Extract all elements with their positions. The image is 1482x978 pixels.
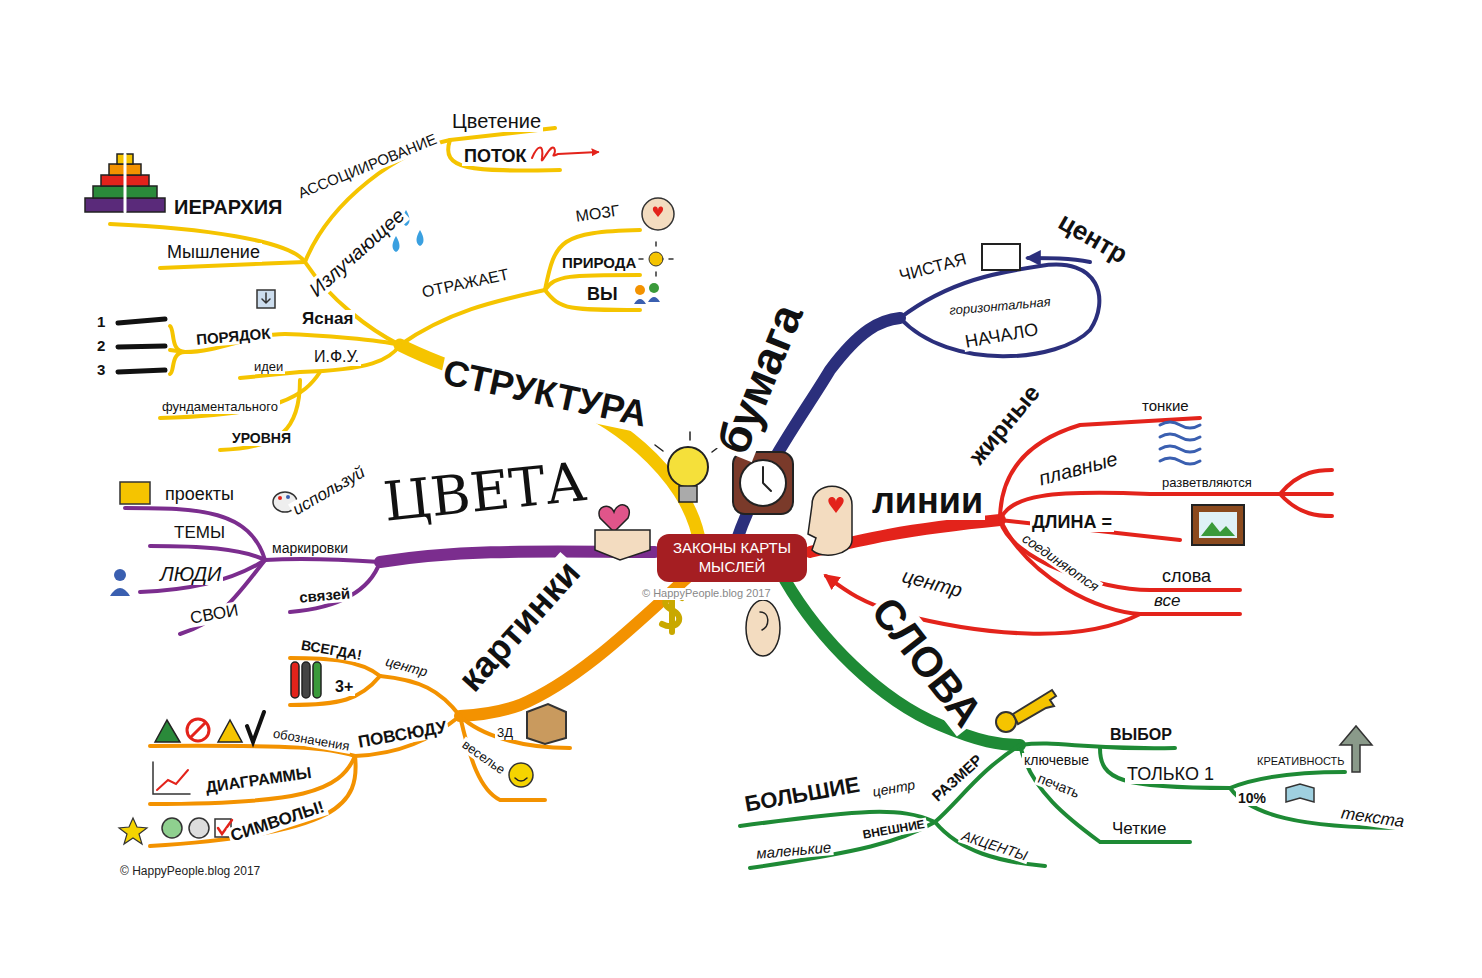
branch-label: связей	[297, 586, 353, 606]
branch-label: центр	[869, 777, 918, 800]
center-topic-text: ЗАКОНЫ КАРТЫ МЫСЛЕЙ	[669, 539, 795, 577]
branch-label: линии	[870, 482, 985, 520]
branch-label: Цветение	[450, 111, 543, 132]
branch-label: АССОЦИИРОВАНИЕ	[294, 131, 441, 202]
branch-label: ТЕМЫ	[172, 524, 227, 542]
branch-label: УРОВНЯ	[230, 431, 293, 446]
branch-label: ОТРАЖАЕТ	[419, 266, 513, 302]
branch-label: КРЕАТИВНОСТЬ	[1255, 756, 1347, 768]
branch-label: © HappyPeople.blog 2017	[640, 588, 773, 600]
branch-label: ПРИРОДА	[560, 255, 638, 271]
branch-label: МОЗГ	[573, 203, 623, 226]
branch-label: 10%	[1236, 791, 1268, 806]
branch-label: бумага	[707, 295, 812, 462]
branch-label: © HappyPeople.blog 2017	[118, 865, 262, 878]
branch-label: СВОИ	[187, 601, 242, 628]
branch-label: Ясная	[300, 310, 355, 328]
branch-label: ЛЮДИ	[158, 564, 223, 585]
branch-label: Мышление	[165, 243, 262, 262]
branch-label: БОЛЬШИЕ	[741, 772, 863, 816]
branch-label: 3Д	[495, 726, 515, 740]
branch-label: 3+	[333, 679, 355, 696]
branch-label: ТОЛЬКО 1	[1125, 765, 1216, 784]
branch-label: ПОТОК	[462, 147, 528, 166]
branch-label: ДЛИНА =	[1030, 513, 1114, 532]
branch-label: ДИАГРАММЫ	[203, 765, 315, 797]
branch-label: фундаментального	[160, 400, 280, 414]
branch-label: разветвляются	[1160, 476, 1254, 490]
branch-label: слова	[1160, 567, 1213, 586]
branch-label: ИЕРАРХИЯ	[172, 197, 284, 218]
branch-label: Излучающее	[304, 203, 410, 302]
branch-label: печать	[1034, 770, 1083, 801]
branch-label: ключевые	[1022, 753, 1091, 768]
branch-label: 2	[95, 338, 107, 354]
branch-label: веселье	[458, 737, 509, 779]
branch-label: ЦВЕТА	[379, 454, 591, 532]
branch-label: маркировки	[270, 541, 350, 556]
branch-label: плавные	[1035, 448, 1122, 490]
branch-label: И.Ф.У.	[312, 349, 361, 366]
branch-label: маленькие	[754, 839, 834, 862]
branch-label: идеи	[252, 360, 285, 374]
branch-label: СТРУКТУРА	[438, 353, 652, 434]
branch-label: ВЫБОР	[1108, 727, 1174, 744]
branch-label: горизонтальная	[947, 295, 1053, 318]
branch-label: ПОРЯДОК	[194, 325, 273, 348]
branch-label: жирные	[963, 378, 1046, 470]
branch-label: ЧИСТАЯ	[895, 250, 970, 286]
branch-label: используй	[288, 462, 370, 520]
branch-label: 3	[95, 362, 107, 378]
branch-label: Четкие	[1110, 820, 1168, 838]
branch-label: проекты	[163, 485, 236, 504]
branch-label: НАЧАЛО	[962, 320, 1042, 352]
branch-label: центр	[898, 565, 966, 602]
branch-label: ВЫ	[585, 285, 620, 304]
branch-label: тонкие	[1140, 398, 1191, 414]
branch-label: 1	[95, 314, 107, 330]
branch-label: все	[1152, 592, 1182, 610]
center-topic-box: ЗАКОНЫ КАРТЫ МЫСЛЕЙ	[657, 534, 807, 582]
